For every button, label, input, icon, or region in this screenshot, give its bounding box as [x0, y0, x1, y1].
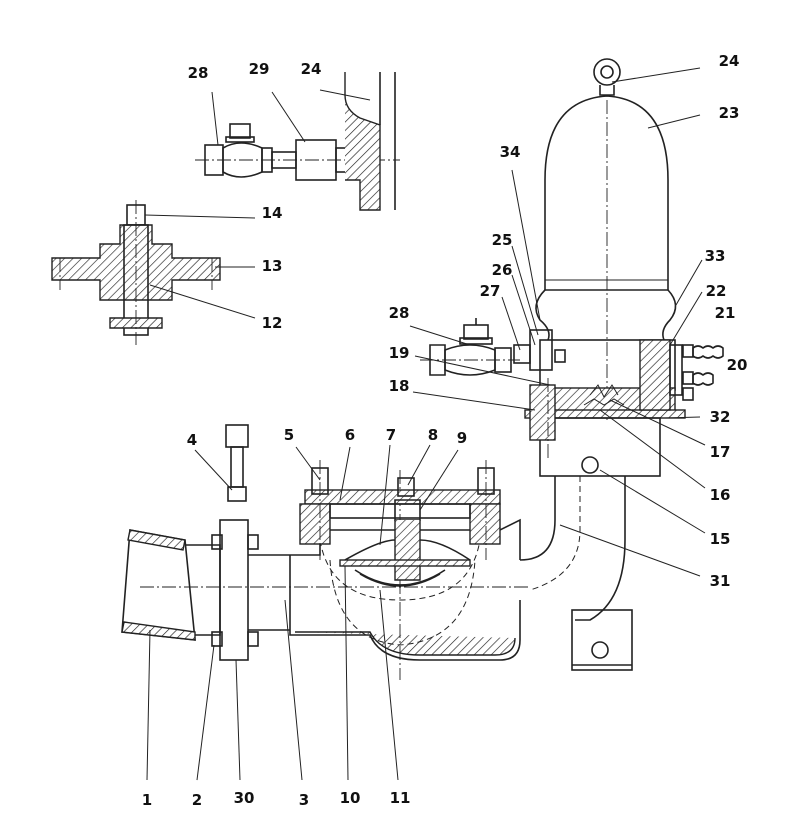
callout-24-detail: 24 [301, 60, 322, 78]
callout-4: 4 [187, 431, 197, 449]
callout-23: 23 [719, 104, 740, 122]
callout-12: 12 [262, 314, 283, 332]
callout-10: 10 [340, 789, 361, 807]
callout-19: 19 [389, 344, 410, 362]
callout-26: 26 [492, 261, 513, 279]
callout-14: 14 [262, 204, 283, 222]
leader-lines [144, 67, 706, 781]
valve-28-lower [420, 318, 520, 376]
callout-9: 9 [457, 429, 467, 447]
callout-21: 21 [715, 304, 736, 322]
air-chamber [535, 58, 677, 420]
callout-28-lower: 28 [389, 304, 410, 322]
callout-30: 30 [234, 789, 255, 807]
callout-31: 31 [710, 572, 731, 590]
callout-28-detail: 28 [188, 64, 209, 82]
callout-16: 16 [710, 486, 731, 504]
callout-2: 2 [192, 791, 202, 809]
callout-6: 6 [345, 426, 355, 444]
detail-valve-top [195, 72, 400, 211]
callout-8: 8 [428, 426, 438, 444]
pump-body [289, 470, 521, 680]
callout-5: 5 [284, 426, 294, 444]
inlet-pipe [121, 519, 530, 661]
detail-stem [51, 200, 221, 345]
callout-3: 3 [299, 791, 309, 809]
callout-20: 20 [727, 356, 748, 374]
callout-33: 33 [705, 247, 726, 265]
callout-32: 32 [710, 408, 731, 426]
side-valve-assembly [513, 329, 566, 460]
callout-27: 27 [480, 282, 501, 300]
valve-disc [339, 499, 471, 587]
callout-18: 18 [389, 377, 410, 395]
callout-29: 29 [249, 60, 270, 78]
callout-13: 13 [262, 257, 283, 275]
pump-cover [299, 460, 501, 560]
callout-1: 1 [142, 791, 152, 809]
right-fittings [682, 344, 724, 401]
callout-15: 15 [710, 530, 731, 548]
callout-24-upper: 24 [719, 52, 740, 70]
callout-labels: 1 2 30 3 10 11 4 5 6 7 8 9 12 13 14 15 1… [142, 52, 748, 809]
elbow-pipe [519, 476, 633, 671]
bolt-4 [225, 424, 249, 502]
callout-22: 22 [706, 282, 727, 300]
callout-17: 17 [710, 443, 731, 461]
callout-34: 34 [500, 143, 521, 161]
callout-11: 11 [390, 789, 411, 807]
callout-7: 7 [386, 426, 396, 444]
callout-25: 25 [492, 231, 513, 249]
